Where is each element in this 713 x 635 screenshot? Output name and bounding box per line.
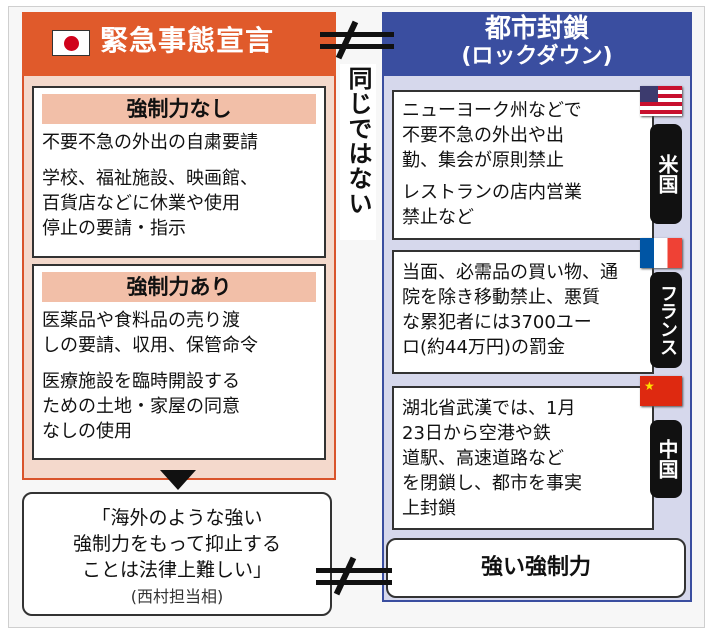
france-line: 当面、必需品の買い物、通: [402, 262, 618, 283]
china-box: 湖北省武漢では、1月 23日から空港や鉄 道駅、高速道路など を閉鎖し、都市を事…: [392, 386, 654, 530]
china-tag: 中国: [650, 420, 682, 498]
no-force-line: 不要不急の外出の自粛要請: [42, 132, 258, 153]
france-line: 院を除き移動禁止、悪質: [402, 287, 600, 308]
usa-line: 禁止など: [402, 207, 474, 228]
emergency-declaration-title: 緊急事態宣言: [100, 24, 275, 57]
neq-bar-top-1: [320, 32, 394, 37]
quote-line: ことは法律上難しい」: [81, 559, 272, 581]
usa-line: レストランの店内営業: [402, 182, 582, 203]
with-force-line: 医薬品や食料品の売り渡: [42, 310, 240, 331]
minister-quote-box: 「海外のような強い 強制力をもって抑止する ことは法律上難しい」 (西村担当相): [22, 492, 332, 616]
with-force-box: 強制力あり 医薬品や食料品の売り渡 しの要請、収用、保管命令 医療施設を臨時開設…: [32, 264, 326, 460]
down-arrow-icon: [160, 470, 196, 490]
with-force-title: 強制力あり: [42, 272, 316, 302]
quote-line: 強制力をもって抑止する: [72, 533, 282, 555]
no-force-line: 学校、福祉施設、映画館、: [42, 168, 258, 189]
usa-flag-icon: [640, 86, 682, 116]
china-line: を閉鎖し、都市を事実: [402, 473, 582, 494]
no-force-title: 強制力なし: [42, 94, 316, 124]
neq-bar-bottom-2: [316, 580, 392, 585]
quote-line: 「海外のような強い: [91, 507, 263, 529]
usa-line: 勤、集会が原則禁止: [402, 150, 564, 171]
japan-flag-icon: [52, 30, 90, 56]
no-force-line: 百貨店などに休業や使用: [42, 193, 240, 214]
lockdown-title: 都市封鎖: [484, 14, 589, 44]
usa-box: ニューヨーク州などで 不要不急の外出や出 勤、集会が原則禁止 レストランの店内営…: [392, 90, 654, 240]
not-same-band: [340, 64, 376, 240]
china-line: 上封鎖: [402, 498, 456, 519]
neq-bar-bottom-1: [316, 568, 392, 573]
lockdown-subtitle: (ロックダウン): [461, 44, 613, 69]
china-line: 湖北省武漢では、1月: [402, 398, 576, 419]
strong-force-box: 強い強制力: [386, 538, 686, 598]
quote-attribution: (西村担当相): [130, 587, 224, 606]
with-force-line: なしの使用: [42, 421, 132, 442]
china-flag-icon: ★: [640, 376, 682, 406]
france-flag-icon: [640, 238, 682, 268]
usa-tag: 米国: [650, 124, 682, 224]
france-tag: フランス: [650, 272, 682, 368]
with-force-line: 医療施設を臨時開設する: [42, 371, 240, 392]
china-line: 道駅、高速道路など: [402, 448, 564, 469]
france-line: な累犯者には3700ユー: [402, 312, 592, 333]
neq-bar-top-2: [320, 44, 394, 49]
france-line: ロ(約44万円)の罰金: [402, 337, 565, 358]
lockdown-header: [382, 12, 692, 76]
usa-line: 不要不急の外出や出: [402, 125, 564, 146]
france-box: 当面、必需品の買い物、通 院を除き移動禁止、悪質 な累犯者には3700ユー ロ(…: [392, 250, 654, 374]
china-line: 23日から空港や鉄: [402, 423, 551, 444]
no-force-line: 停止の要請・指示: [42, 218, 186, 239]
usa-line: ニューヨーク州などで: [402, 100, 582, 121]
not-same-label: 同じではない: [344, 66, 372, 216]
with-force-line: ための土地・家屋の同意: [42, 396, 240, 417]
with-force-line: しの要請、収用、保管命令: [42, 335, 258, 356]
no-force-box: 強制力なし 不要不急の外出の自粛要請 学校、福祉施設、映画館、 百貨店などに休業…: [32, 86, 326, 258]
